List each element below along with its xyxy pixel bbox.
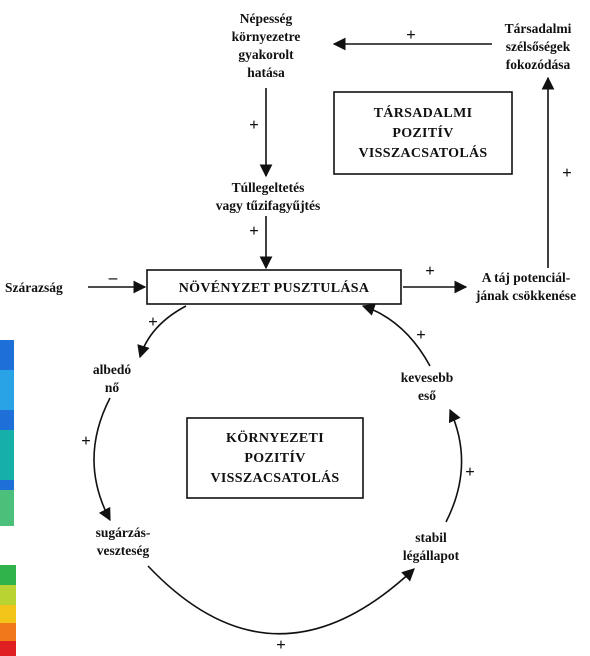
- node-tullegeltetes: Túllegeltetés vagy tűzifagyűjtés: [216, 180, 321, 213]
- node-nepesseg-line3: gyakorolt: [238, 47, 294, 62]
- box-tarsadalmi-line3: VISSZACSATOLÁS: [359, 144, 488, 161]
- node-tarsadalmi-line2: szélsőségek: [506, 39, 571, 54]
- box-tarsadalmi-line1: TÁRSADALMI: [374, 104, 473, 121]
- edge-kevesebb-eso-to-novenyzet: [361, 303, 431, 367]
- sign-novenyzet-to-albedo: +: [148, 312, 158, 331]
- node-kevesebb-line2: eső: [418, 388, 436, 403]
- node-stabil-legallapot: stabil légállapot: [403, 530, 460, 563]
- node-szarazsag: Szárazság: [5, 280, 63, 295]
- edge-albedo-to-sugarzas: [93, 397, 111, 522]
- cropped-colormap-fragment: [0, 340, 14, 526]
- node-nepesseg-line1: Népesség: [240, 11, 293, 26]
- node-stabil-line1: stabil: [415, 530, 447, 545]
- edge-stabil-to-kevesebb-eso: [445, 408, 463, 523]
- sign-taj-to-tarsadalmi: +: [562, 163, 572, 182]
- sign-tarsadalmi-to-nepesseg: +: [406, 25, 416, 44]
- sign-albedo-to-sugarzas: +: [81, 431, 91, 450]
- node-kevesebb-line1: kevesebb: [401, 370, 454, 385]
- node-taj-line1: A táj potenciál-: [482, 270, 571, 285]
- node-tarsadalmi-line3: fokozódása: [506, 57, 571, 72]
- node-tullegeltetes-line2: vagy tűzifagyűjtés: [216, 198, 321, 213]
- box-novenyzet-pusztulasa: NÖVÉNYZET PUSZTULÁSA: [146, 269, 402, 305]
- node-stabil-line2: légállapot: [403, 548, 460, 563]
- edge-sugarzas-to-stabil: [147, 565, 415, 635]
- box-kornyezeti-line2: POZITÍV: [244, 449, 305, 466]
- box-novenyzet-label: NÖVÉNYZET PUSZTULÁSA: [179, 279, 370, 296]
- node-taj-csokkenese: A táj potenciál- jának csökkenése: [475, 270, 576, 303]
- cropped-colorbar-fragment: [0, 565, 16, 656]
- node-sugarzas-veszteseg: sugárzás- veszteség: [96, 525, 151, 558]
- sign-kevesebb-eso-to-novenyzet: +: [416, 325, 426, 344]
- sign-tullegeltetes-to-novenyzet: +: [249, 221, 259, 240]
- node-albedo-line1: albedó: [93, 362, 132, 377]
- edge-novenyzet-to-albedo: [137, 305, 187, 359]
- node-albedo-line2: nő: [105, 380, 120, 395]
- node-kevesebb-eso: kevesebb eső: [401, 370, 454, 403]
- node-tullegeltetes-line1: Túllegeltetés: [232, 180, 305, 195]
- node-nepesseg-hatasa: Népesség környezetre gyakorolt hatása: [232, 11, 301, 80]
- node-tarsadalmi-szelsosegek: Társadalmi szélsőségek fokozódása: [505, 21, 572, 72]
- box-tarsadalmi-line2: POZITÍV: [392, 124, 453, 141]
- box-kornyezeti-line1: KÖRNYEZETI: [226, 429, 324, 446]
- box-kornyezeti-line3: VISSZACSATOLÁS: [211, 469, 340, 486]
- sign-stabil-to-kevesebb-eso: +: [465, 462, 475, 481]
- sign-novenyzet-to-taj: +: [425, 261, 435, 280]
- node-sugarzas-line2: veszteség: [97, 543, 150, 558]
- sign-sugarzas-to-stabil: +: [276, 635, 286, 654]
- node-albedo: albedó nő: [93, 362, 132, 395]
- sign-szarazsag-to-novenyzet: –: [108, 268, 118, 287]
- node-tarsadalmi-line1: Társadalmi: [505, 21, 572, 36]
- node-nepesseg-line4: hatása: [247, 65, 285, 80]
- node-taj-line2: jának csökkenése: [475, 288, 576, 303]
- sign-nepesseg-to-tullegeltetes: +: [249, 115, 259, 134]
- box-kornyezeti-visszacsatolas: KÖRNYEZETI POZITÍV VISSZACSATOLÁS: [186, 417, 364, 499]
- node-nepesseg-line2: környezetre: [232, 29, 301, 44]
- node-sugarzas-line1: sugárzás-: [96, 525, 151, 540]
- box-tarsadalmi-visszacsatolas: TÁRSADALMI POZITÍV VISSZACSATOLÁS: [333, 91, 513, 175]
